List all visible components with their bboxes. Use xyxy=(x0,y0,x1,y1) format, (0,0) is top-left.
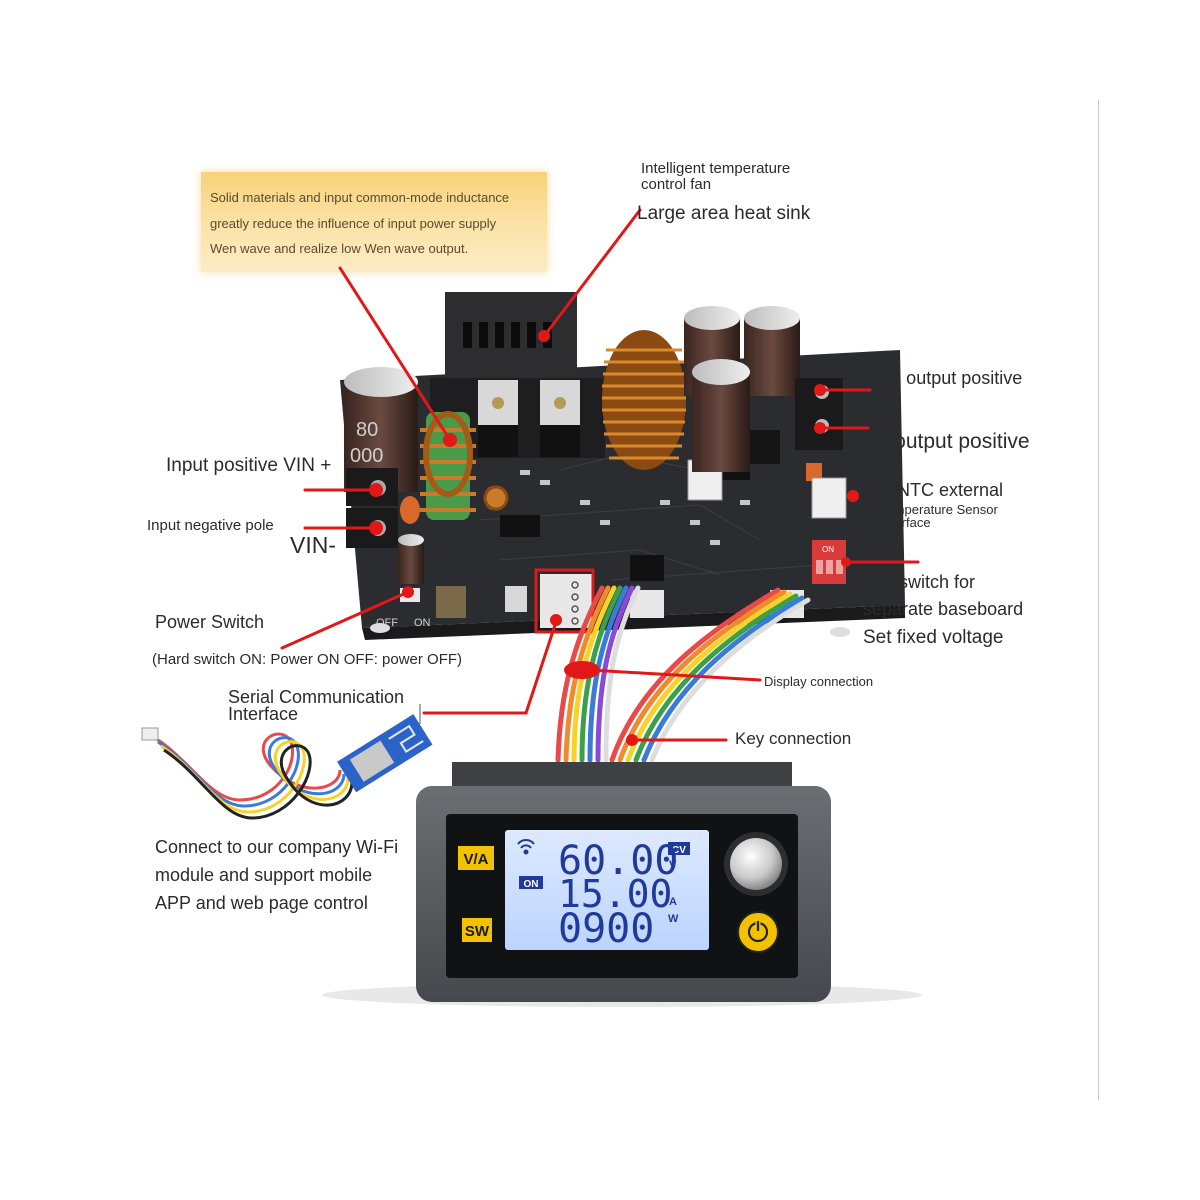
unit-w: W xyxy=(668,913,679,925)
serial-connector xyxy=(540,574,592,628)
va-button xyxy=(458,846,494,870)
output-capacitors xyxy=(684,306,800,472)
switch-on-text: ON xyxy=(414,617,431,629)
chip xyxy=(630,555,664,581)
sw-button-label: SW xyxy=(465,923,490,940)
smd-capacitor xyxy=(436,586,466,618)
label-out-negative: OUT-output positive xyxy=(844,430,1030,453)
label-fan-2: control fan xyxy=(641,176,712,193)
label-key-connection: Key connection xyxy=(735,729,852,748)
cv-badge-label: CV xyxy=(672,845,686,856)
sw-button xyxy=(462,918,492,942)
dip-switch: ON xyxy=(812,540,846,584)
label-power-switch-note: (Hard switch ON: Power ON OFF: power OFF… xyxy=(152,651,463,668)
small-toroid xyxy=(483,485,509,511)
transistor xyxy=(750,430,780,464)
label-vin-negative: Input negative pole xyxy=(147,517,274,534)
cap-text-2: 000 xyxy=(350,445,383,467)
label-wifi-2: module and support mobile xyxy=(155,865,373,885)
note-line-3: Wen wave and realize low Wen wave output… xyxy=(210,241,469,256)
label-vin-positive: Input positive VIN + xyxy=(166,455,332,476)
key-ribbon-cable xyxy=(609,587,811,763)
label-fan-1: Intelligent temperature xyxy=(641,160,791,177)
label-serial-2: Interface xyxy=(228,704,299,724)
wifi-module xyxy=(141,714,433,820)
label-display-connection: Display connection xyxy=(764,674,874,689)
leader-power-switch xyxy=(280,590,410,650)
leader-display xyxy=(588,668,762,682)
label-dial-3: Set fixed voltage xyxy=(863,627,1004,648)
note-box: Solid materials and input common-mode in… xyxy=(201,172,547,272)
on-badge xyxy=(519,876,543,889)
current-readout: 15.00 xyxy=(558,872,672,916)
power-readout: 0900 xyxy=(558,906,654,952)
input-terminals xyxy=(346,468,398,548)
ntc-connector xyxy=(811,477,847,519)
on-badge-label: ON xyxy=(524,879,539,890)
page-divider xyxy=(1098,100,1099,1100)
small-capacitor-white xyxy=(505,586,527,612)
rotary-knob xyxy=(730,838,782,890)
label-dial-2: separate baseboard xyxy=(863,599,1024,619)
lcd-screen xyxy=(505,830,709,950)
label-dial-1: Dial switch for xyxy=(863,572,976,592)
dip-on-text: ON xyxy=(822,545,834,554)
label-out-positive: OUT + output positive xyxy=(848,368,1023,388)
common-mode-inductor xyxy=(420,411,476,520)
chip xyxy=(500,515,540,537)
unit-a: A xyxy=(669,896,677,908)
label-heat-sink: Large area heat sink xyxy=(637,203,811,224)
small-capacitor xyxy=(398,540,424,584)
unit-v: V xyxy=(669,859,677,871)
va-button-label: V/A xyxy=(463,851,488,868)
leader-fan xyxy=(543,208,642,337)
cap-text-1: 80 xyxy=(356,419,378,441)
label-ntc-2: Temperature Sensor xyxy=(880,502,998,517)
voltage-readout: 60.00 xyxy=(558,838,678,884)
leader-serial xyxy=(422,620,558,715)
label-ntc-3: Interface xyxy=(880,515,931,530)
label-wifi-1: Connect to our company Wi-Fi xyxy=(155,837,399,857)
note-line-2: greatly reduce the influence of input po… xyxy=(210,216,497,231)
wifi-icon xyxy=(517,839,535,855)
note-line-1: Solid materials and input common-mode in… xyxy=(210,190,510,205)
cv-badge xyxy=(668,842,690,855)
label-ntc-1: 10KNTC external xyxy=(865,480,1004,500)
label-power-switch: Power Switch xyxy=(155,612,265,632)
leader-note xyxy=(338,266,452,442)
label-serial-1: Serial Communication xyxy=(228,687,405,707)
label-wifi-3: APP and web page control xyxy=(155,893,368,913)
display-module: V/A SW ON CV 60.00 15.00 0900 V A W xyxy=(322,762,922,1007)
leader-lines xyxy=(280,208,920,742)
label-vin-minus: VIN- xyxy=(290,532,336,558)
